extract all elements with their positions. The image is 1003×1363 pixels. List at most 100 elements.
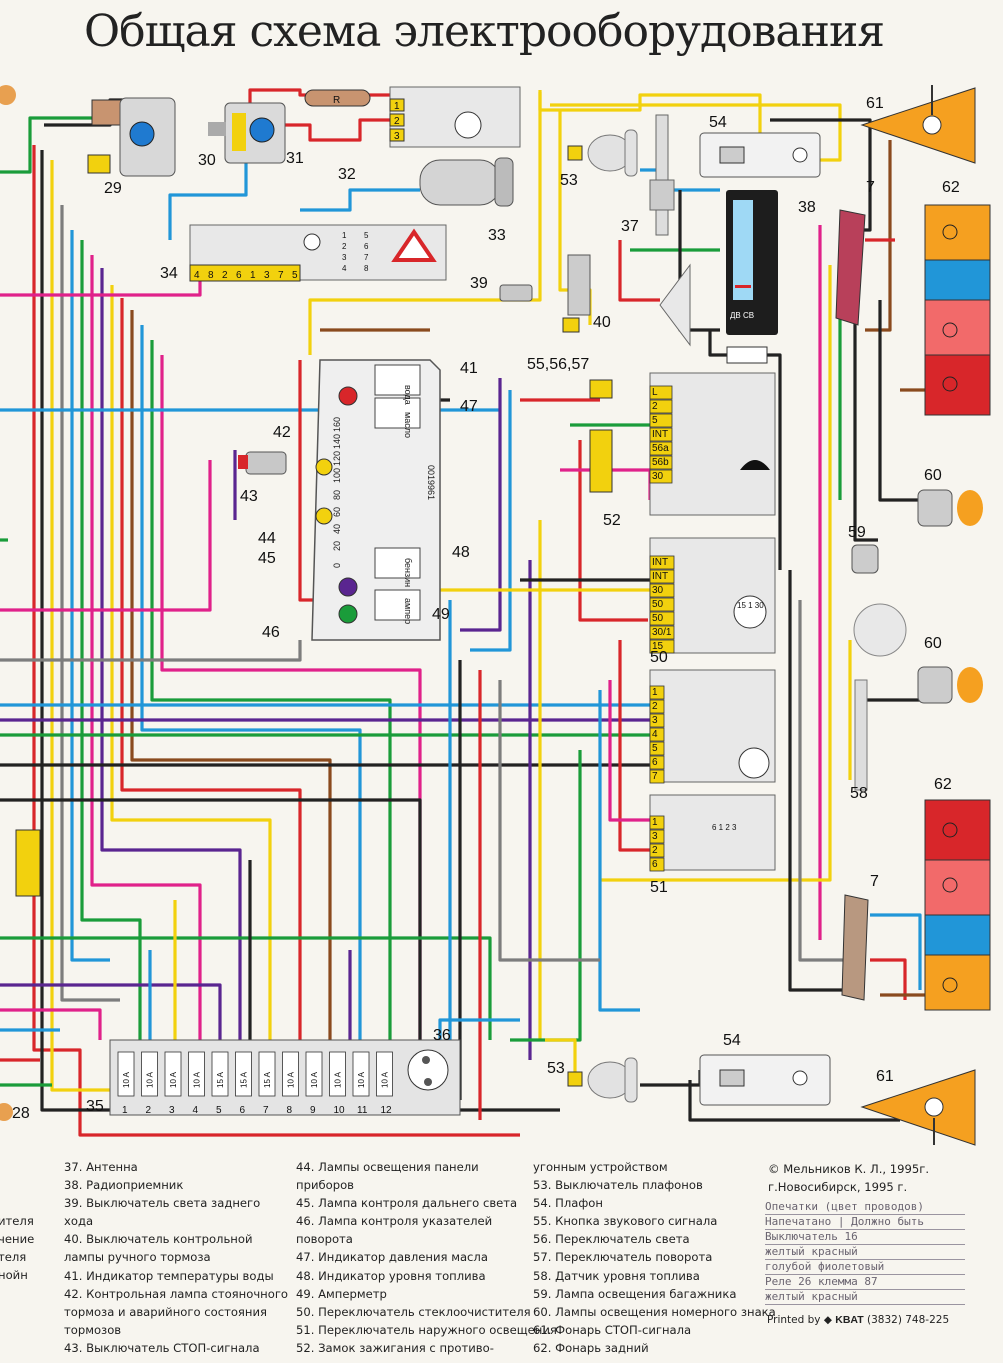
legend-item: 45. Лампа контроля дальнего света bbox=[296, 1196, 518, 1211]
switch-pin bbox=[649, 441, 673, 456]
switch-pin-label: 4 bbox=[652, 729, 658, 740]
wire bbox=[798, 600, 845, 962]
fuse-number: 5 bbox=[216, 1105, 222, 1116]
fuse-rating: 10 A bbox=[193, 1071, 202, 1088]
callout-61a: 61 bbox=[866, 95, 884, 112]
switch-pin bbox=[649, 857, 665, 872]
callout-58: 58 bbox=[850, 785, 868, 802]
wire bbox=[70, 230, 110, 962]
gauge-oil-label: масло bbox=[403, 412, 413, 438]
tail-light-62-top bbox=[924, 204, 991, 416]
printer-phone: (3832) 748-225 bbox=[867, 1314, 950, 1326]
switch-pin bbox=[649, 597, 675, 612]
callout-52: 52 bbox=[603, 512, 621, 529]
legend-item: 61. Фонарь СТОП-сигнала bbox=[533, 1322, 692, 1337]
switch-pin bbox=[649, 727, 665, 742]
switch-pin bbox=[649, 455, 673, 470]
switch-pin bbox=[649, 741, 665, 756]
dome-light-54-bottom bbox=[699, 1054, 831, 1106]
relay-30 bbox=[208, 102, 286, 164]
switch-pin-label: 56b bbox=[652, 457, 669, 468]
legend-item: чение bbox=[0, 1232, 35, 1247]
switch-pin bbox=[649, 385, 673, 400]
wire bbox=[80, 240, 142, 1040]
legend-item: нойн bbox=[0, 1268, 28, 1283]
speed-tick: 160 bbox=[332, 417, 342, 432]
plate-light-60-bottom bbox=[917, 666, 983, 704]
legend-item: 47. Индикатор давления масла bbox=[296, 1250, 488, 1265]
wire bbox=[460, 378, 502, 632]
wire bbox=[618, 240, 660, 302]
component-28-top bbox=[0, 85, 16, 105]
switch-pin-label: 6 bbox=[652, 757, 658, 768]
fuse-number: 2 bbox=[146, 1105, 152, 1116]
odometer: 0019961 bbox=[426, 465, 436, 500]
switch-pin bbox=[649, 469, 673, 484]
callout-49: 49 bbox=[432, 606, 450, 623]
switch-row-label: 1 bbox=[342, 231, 347, 240]
switch-pin-label: 2 bbox=[652, 701, 658, 712]
switch-pin-label: 7 bbox=[278, 270, 284, 281]
legend-item: 46. Лампа контроля указателей bbox=[296, 1214, 493, 1229]
speed-tick: 0 bbox=[332, 563, 342, 568]
legend-item: 57. Переключатель поворота bbox=[533, 1250, 713, 1265]
callout-53b: 53 bbox=[547, 1060, 565, 1077]
wire bbox=[0, 116, 120, 174]
switch-pin bbox=[649, 829, 665, 844]
legend-item: ителя bbox=[0, 1214, 34, 1228]
callout-53a: 53 bbox=[560, 172, 578, 189]
wire bbox=[110, 285, 272, 1040]
legend-item: 52. Замок зажигания с противо- bbox=[296, 1340, 494, 1355]
callout-32: 32 bbox=[338, 166, 356, 183]
switch-pin-label: 1 bbox=[652, 687, 658, 698]
stamp-line: Напечатано | Должно быть bbox=[765, 1215, 965, 1230]
svg-text:1: 1 bbox=[394, 101, 400, 112]
fuse-radio bbox=[726, 346, 768, 364]
wire bbox=[545, 1038, 577, 1075]
switch-pin bbox=[649, 699, 665, 714]
errata-stamp: Опечатки (цвет проводов)Напечатано | Дол… bbox=[765, 1200, 965, 1305]
dome-light-54-top bbox=[699, 132, 821, 178]
legend-item: лампы ручного тормоза bbox=[64, 1250, 211, 1265]
callout-31: 31 bbox=[286, 150, 304, 167]
radio-38: ДВ СВ bbox=[726, 190, 778, 335]
heater-motor-33 bbox=[419, 157, 514, 207]
door-switch-53-bottom bbox=[567, 1057, 638, 1103]
wire bbox=[878, 300, 930, 502]
switch-pin-label: 3 bbox=[652, 831, 658, 842]
switch-pin-label: 2 bbox=[652, 401, 658, 412]
connector-56-57 bbox=[589, 429, 613, 493]
fuse-rating: 10 A bbox=[287, 1071, 296, 1088]
callout-41: 41 bbox=[460, 360, 478, 377]
speed-tick: 120 bbox=[332, 451, 342, 466]
plate-light-60-top bbox=[917, 489, 983, 527]
switch-pin bbox=[649, 399, 673, 414]
wire bbox=[510, 750, 582, 1042]
callout-44: 44 bbox=[258, 530, 276, 547]
fuse-rating: 15 A bbox=[216, 1071, 225, 1088]
switch-pin-label: 30 bbox=[652, 585, 664, 596]
switch-pin-label: 5 bbox=[652, 743, 658, 754]
switch-pin-label: 3 bbox=[264, 270, 270, 281]
switch-pin-label: 1 bbox=[652, 817, 658, 828]
callout-51: 51 bbox=[650, 879, 668, 896]
switch-pin-label: 4 bbox=[194, 270, 200, 281]
wire bbox=[688, 1080, 900, 1122]
wire bbox=[60, 205, 120, 1002]
gauge-fuel-label: бензин bbox=[403, 558, 413, 587]
legend-item: поворота bbox=[296, 1232, 353, 1247]
stamp-line: голубой фиолетовый bbox=[765, 1260, 965, 1275]
callout-42: 42 bbox=[273, 424, 291, 441]
speed-tick: 100 bbox=[332, 468, 342, 483]
wire bbox=[598, 690, 640, 1012]
switch-pin bbox=[649, 755, 665, 770]
callout-37: 37 bbox=[621, 218, 639, 235]
legend-item: тормоза и аварийного состояния bbox=[64, 1304, 267, 1319]
brake-switch-43 bbox=[238, 451, 287, 475]
wire bbox=[0, 983, 222, 1040]
